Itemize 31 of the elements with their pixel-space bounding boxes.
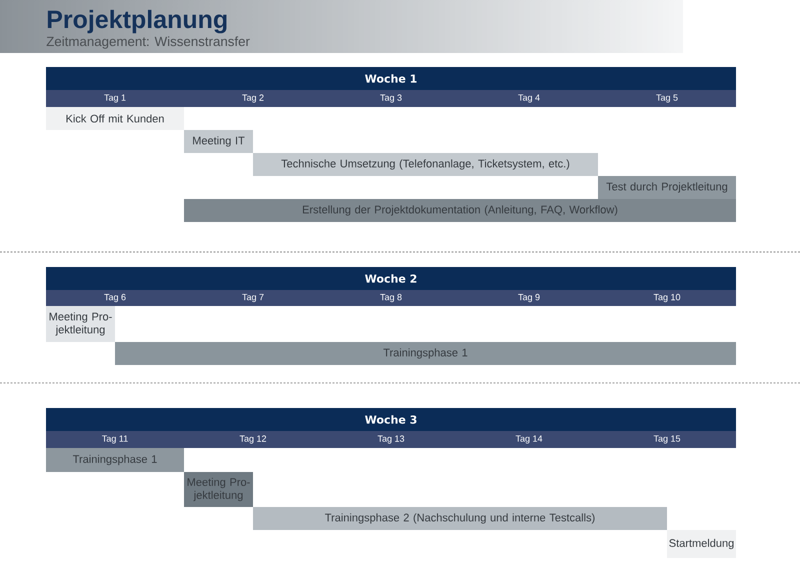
day-label: Tag 14	[516, 435, 542, 444]
task-bar: Meeting Pro- jektleitung	[184, 472, 253, 507]
subtitle: Zeitmanagement: Wissenstransfer	[46, 36, 250, 49]
task-bar: Erstellung der Projektdokumentation (Anleitung, FAQ, Workflow)	[184, 199, 736, 222]
task-bar: Trainingsphase 2 (Nachschulung und interne Testcalls)	[253, 507, 667, 530]
day-label: Tag 6	[104, 294, 126, 302]
task-bar: Startmeldung	[667, 530, 736, 558]
day-label: Tag 12	[240, 435, 266, 444]
week-header: Woche 1	[46, 67, 736, 90]
task-bar: Technische Umsetzung (Telefonanlage, Ticketsystem, etc.)	[253, 153, 598, 176]
day-label: Tag 10	[654, 294, 680, 302]
week-header: Woche 2	[46, 267, 736, 290]
task-bar: Meeting IT	[184, 130, 253, 153]
day-label: Tag 5	[656, 94, 678, 103]
task-bar: Trainingsphase 1	[115, 342, 736, 365]
day-label: Tag 1	[104, 94, 126, 103]
day-label: Tag 4	[518, 94, 540, 103]
task-bar: Kick Off mit Kunden	[46, 107, 184, 130]
day-label: Tag 9	[518, 294, 540, 302]
day-label: Tag 3	[380, 94, 402, 103]
task-bar: Trainingsphase 1	[46, 448, 184, 472]
day-label: Tag 7	[242, 294, 264, 302]
week-header: Woche 3	[46, 408, 736, 431]
day-label: Tag 15	[654, 435, 680, 444]
task-bar: Meeting Pro- jektleitung	[46, 306, 115, 342]
day-label: Tag 8	[380, 294, 402, 302]
task-bar: Test durch Projektleitung	[598, 176, 736, 199]
day-label: Tag 13	[378, 435, 404, 444]
day-label: Tag 2	[242, 94, 264, 103]
title: Projektplanung	[48, 10, 226, 34]
day-label: Tag 11	[102, 435, 128, 444]
